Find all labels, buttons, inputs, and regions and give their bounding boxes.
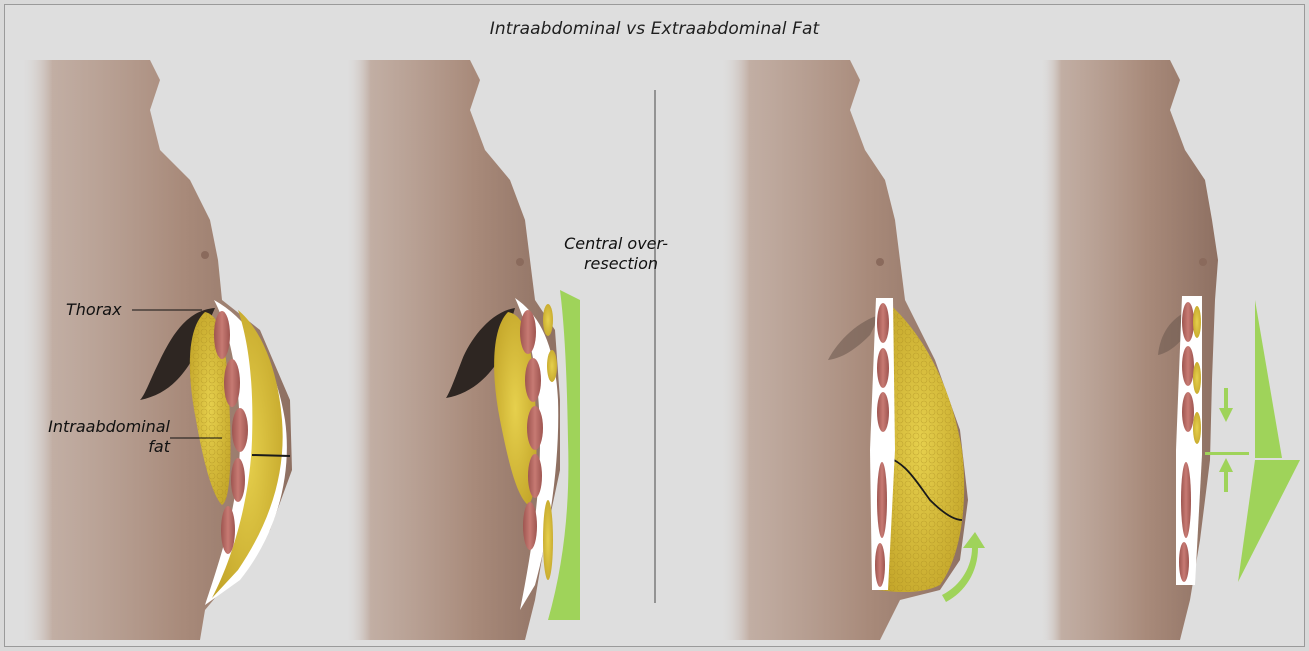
central-overresection-label-line1: Central over-: [500, 234, 668, 254]
panel-1-intraabdominal: [20, 60, 292, 640]
nipple-3: [876, 258, 884, 266]
navel-line-1: [252, 455, 290, 456]
intraabdominal-label-line1: Intraabdominal: [20, 417, 170, 437]
panel-4-result: [1040, 60, 1300, 640]
intraabdominal-label-line2: fat: [20, 437, 170, 457]
thickness-wedge-lower-4: [1238, 460, 1300, 582]
panel-3-extraabdominal: [720, 60, 985, 640]
compression-arrows-4: [1205, 388, 1249, 492]
nipple-1: [201, 251, 209, 259]
nipple-4: [1199, 258, 1207, 266]
panel-2-central-overresection: [345, 60, 580, 640]
thickness-wedge-4: [1255, 300, 1282, 458]
central-overresection-label-line2: resection: [500, 254, 658, 274]
thorax-label: Thorax: [66, 300, 122, 320]
